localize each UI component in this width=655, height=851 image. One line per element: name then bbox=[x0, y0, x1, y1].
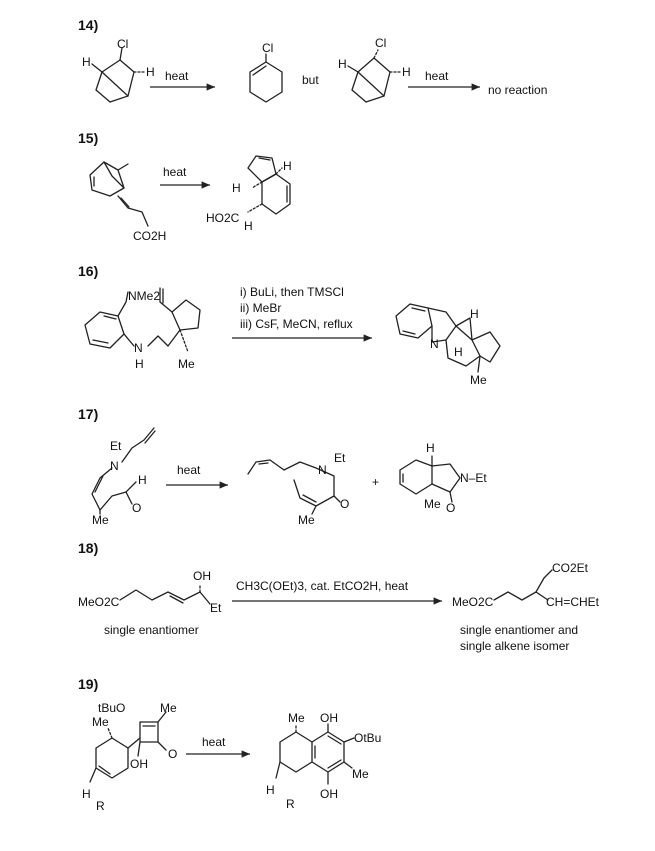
reactant-structure bbox=[119, 583, 211, 605]
atom-label: H bbox=[266, 783, 275, 797]
problem-19: 19) tBuO Me Me OH O H R heat bbox=[78, 676, 381, 813]
result-text: no reaction bbox=[488, 83, 547, 97]
atom-label: Me bbox=[160, 701, 177, 715]
atom-label: Me bbox=[298, 513, 315, 527]
atom-label: Cl bbox=[375, 36, 386, 50]
condition-label: ii) MeBr bbox=[240, 301, 281, 315]
atom-label: H bbox=[283, 159, 292, 173]
atom-label: Me bbox=[470, 373, 487, 387]
condition-label: CH3C(OEt)3, cat. EtCO2H, heat bbox=[236, 579, 409, 593]
problem-number: 16) bbox=[78, 263, 98, 279]
atom-label: CO2Et bbox=[552, 561, 589, 575]
condition-label: heat bbox=[425, 69, 449, 83]
note-text: single alkene isomer bbox=[460, 639, 569, 653]
product-structure bbox=[247, 459, 341, 515]
atom-label: CO2H bbox=[133, 229, 166, 243]
reactant-structure bbox=[347, 49, 401, 103]
atom-label: O bbox=[168, 747, 177, 761]
product-structure bbox=[395, 303, 501, 373]
reactant-structure bbox=[91, 427, 156, 515]
atom-label: NMe2 bbox=[128, 289, 160, 303]
product-structure bbox=[493, 569, 553, 601]
problem-15: 15) CO2H heat H H HO2C H bbox=[78, 130, 292, 243]
condition-label: heat bbox=[163, 165, 187, 179]
atom-label: Me bbox=[288, 711, 305, 725]
condition-label: heat bbox=[165, 69, 189, 83]
product-structure bbox=[247, 155, 291, 215]
atom-label: Me bbox=[178, 357, 195, 371]
atom-label: H bbox=[426, 441, 435, 455]
problem-number: 14) bbox=[78, 17, 98, 33]
atom-label: HO2C bbox=[206, 211, 240, 225]
atom-label: H bbox=[244, 219, 253, 233]
atom-label: N bbox=[134, 341, 143, 355]
problem-number: 19) bbox=[78, 676, 98, 692]
atom-label: R bbox=[286, 797, 295, 811]
atom-label: Et bbox=[210, 601, 222, 615]
problem-14: 14) Cl H H heat Cl but bbox=[78, 17, 547, 103]
atom-label: Me bbox=[352, 767, 369, 781]
atom-label: H bbox=[82, 55, 91, 69]
problem-18: 18) OH Et MeO2C single enantiomer CH3C(O… bbox=[78, 540, 600, 653]
reactant-structure bbox=[91, 47, 146, 103]
product-structure bbox=[275, 723, 355, 785]
atom-label: O bbox=[132, 501, 141, 515]
condition-label: iii) CsF, MeCN, reflux bbox=[240, 317, 353, 331]
problem-17: 17) Et N H O Me heat N Et O Me + bbox=[78, 406, 487, 527]
atom-label: CH=CHEt bbox=[546, 595, 600, 609]
atom-label: Et bbox=[334, 451, 346, 465]
atom-label: OH bbox=[130, 757, 148, 771]
atom-label: O bbox=[340, 497, 349, 511]
atom-label: H bbox=[135, 357, 144, 371]
atom-label: N bbox=[318, 463, 327, 477]
problem-number: 18) bbox=[78, 540, 98, 556]
atom-label: Me bbox=[92, 715, 109, 729]
condition-label: heat bbox=[202, 735, 226, 749]
atom-label: H bbox=[470, 307, 479, 321]
atom-label: OH bbox=[320, 711, 338, 725]
atom-label: O bbox=[446, 501, 455, 515]
condition-label: i) BuLi, then TMSCl bbox=[240, 285, 344, 299]
reactant-structure bbox=[89, 711, 167, 783]
note-text: single enantiomer bbox=[104, 623, 199, 637]
problem-number: 15) bbox=[78, 130, 98, 146]
atom-label: H bbox=[454, 345, 463, 359]
connector-text: + bbox=[372, 475, 379, 489]
atom-label: OH bbox=[193, 569, 211, 583]
atom-label: Me bbox=[424, 497, 441, 511]
atom-label: Cl bbox=[117, 37, 128, 51]
atom-label: H bbox=[232, 181, 241, 195]
atom-label: N–Et bbox=[460, 471, 487, 485]
atom-label: N bbox=[110, 459, 119, 473]
atom-label: H bbox=[146, 65, 155, 79]
reactant-structure bbox=[84, 287, 201, 353]
atom-label: Et bbox=[110, 439, 122, 453]
atom-label: R bbox=[96, 799, 105, 813]
connector-text: but bbox=[302, 73, 319, 87]
atom-label: H bbox=[338, 57, 347, 71]
atom-label: Cl bbox=[262, 41, 273, 55]
problem-number: 17) bbox=[78, 406, 98, 422]
atom-label: MeO2C bbox=[78, 595, 120, 609]
atom-label: OtBu bbox=[354, 731, 381, 745]
note-text: single enantiomer and bbox=[460, 623, 578, 637]
condition-label: heat bbox=[177, 463, 201, 477]
atom-label: OH bbox=[320, 787, 338, 801]
product-structure bbox=[249, 53, 283, 103]
atom-label: H bbox=[402, 65, 411, 79]
atom-label: H bbox=[138, 473, 147, 487]
atom-label: H bbox=[82, 787, 91, 801]
atom-label: MeO2C bbox=[452, 595, 494, 609]
problem-16: 16) NMe2 N H Me i) BuLi, then TMSCl ii) … bbox=[78, 263, 501, 387]
atom-label: N bbox=[430, 337, 439, 351]
reactant-structure bbox=[89, 161, 149, 227]
atom-label: Me bbox=[92, 513, 109, 527]
product-structure bbox=[399, 455, 461, 503]
atom-label: tBuO bbox=[98, 701, 125, 715]
